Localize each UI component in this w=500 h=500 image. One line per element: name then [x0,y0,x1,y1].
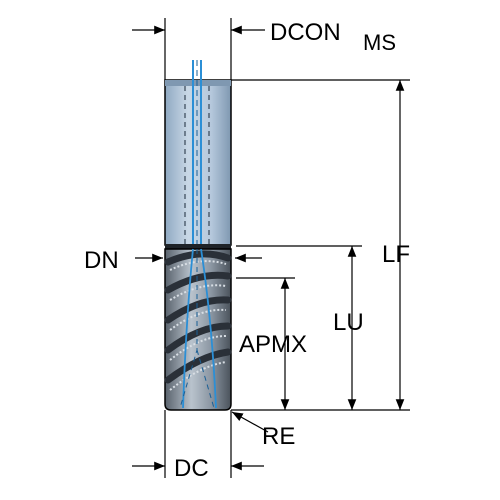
label-re: RE [262,423,295,450]
tool-neck [165,244,231,249]
label-lu: LU [333,309,364,336]
label-apmx: APMX [239,331,307,358]
tool-shank [164,79,232,246]
label-dc: DC [174,455,209,482]
coolant-channel [184,60,210,245]
label-lf: LF [382,241,410,268]
label-dcon-sub: MS [363,30,396,55]
label-dcon: DCON [270,19,341,46]
label-dn: DN [84,247,119,274]
tool-flutes [164,248,232,411]
dimension-lines [132,18,410,478]
